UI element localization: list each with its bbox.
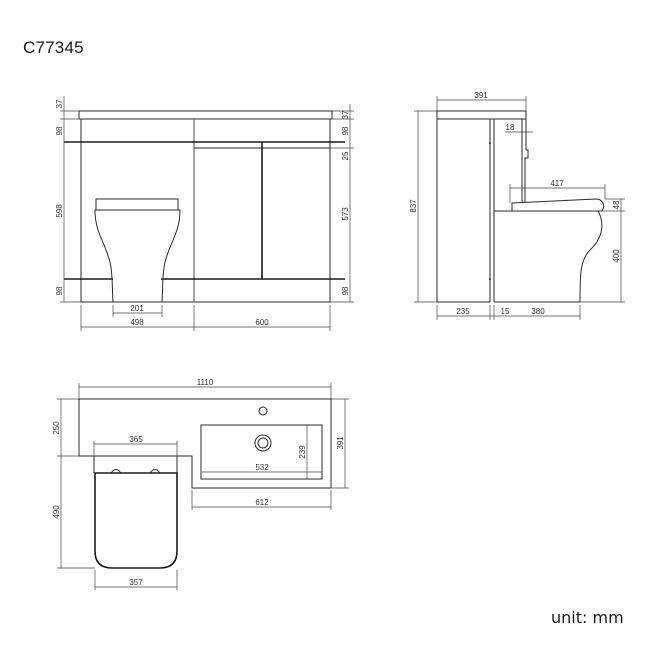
dim-side-cabinet: 235 (456, 307, 470, 316)
dim-right-gap: 25 (341, 151, 350, 160)
seat-hinge-left (110, 469, 122, 474)
dim-left-top: 37 (55, 99, 64, 108)
dim-seat-width: 357 (129, 578, 143, 587)
front-view: 37 98 598 98 37 98 25 573 98 201 498 600 (55, 96, 354, 331)
dim-total-height: 837 (409, 199, 418, 213)
drain-inner-icon (257, 437, 269, 449)
dim-basin-unit: 600 (255, 318, 269, 327)
front-toilet-bowl (94, 209, 181, 303)
dim-seat-depth: 417 (550, 179, 564, 188)
dim-right-plinth: 98 (341, 286, 350, 295)
dim-left-plinth: 98 (55, 286, 64, 295)
dim-basin-unit-width: 612 (255, 498, 269, 507)
drain-outer-icon (254, 434, 272, 452)
plan-view: 1110 250 365 239 391 532 490 612 (52, 378, 349, 590)
front-toilet-lid (95, 198, 179, 211)
dim-right-band: 98 (341, 126, 350, 135)
dim-basin-depth: 239 (298, 445, 307, 459)
side-pan (494, 210, 603, 303)
dim-basin-width: 532 (255, 463, 269, 472)
dim-side-gap: 15 (501, 307, 510, 316)
dim-side-pan: 380 (531, 307, 545, 316)
dim-right-top: 37 (341, 110, 350, 119)
model-code-title: C77345 (23, 38, 84, 57)
dim-panel-thickness: 18 (506, 123, 515, 132)
dim-back-depth: 250 (52, 421, 61, 435)
plan-countertop (78, 398, 332, 489)
dim-pan-height: 400 (612, 249, 621, 263)
dim-left-body: 598 (55, 204, 64, 218)
dim-seat-height: 48 (612, 200, 621, 209)
dim-left-band: 98 (55, 126, 64, 135)
dim-pan-base: 201 (130, 304, 144, 313)
side-view: 391 18 417 48 400 837 235 15 380 (409, 91, 625, 320)
dim-pan-projection: 490 (52, 505, 61, 519)
unit-label: unit: mm (551, 608, 624, 627)
side-seat (511, 198, 605, 212)
tap-hole-icon (258, 406, 268, 416)
side-countertop (436, 110, 527, 120)
front-cabinet-outline (80, 118, 331, 303)
dim-total-width: 1110 (197, 378, 214, 387)
dim-toilet-unit: 498 (130, 318, 144, 327)
dim-right-door: 573 (341, 207, 350, 221)
seat-hinge-right (149, 469, 161, 474)
side-cabinet (436, 118, 491, 303)
front-countertop (78, 110, 333, 120)
dim-toilet-section: 365 (129, 435, 143, 444)
plan-basin (200, 424, 323, 480)
dim-total-depth: 391 (336, 436, 345, 450)
dim-side-top-depth: 391 (474, 91, 488, 100)
plan-toilet-seat (94, 472, 178, 569)
